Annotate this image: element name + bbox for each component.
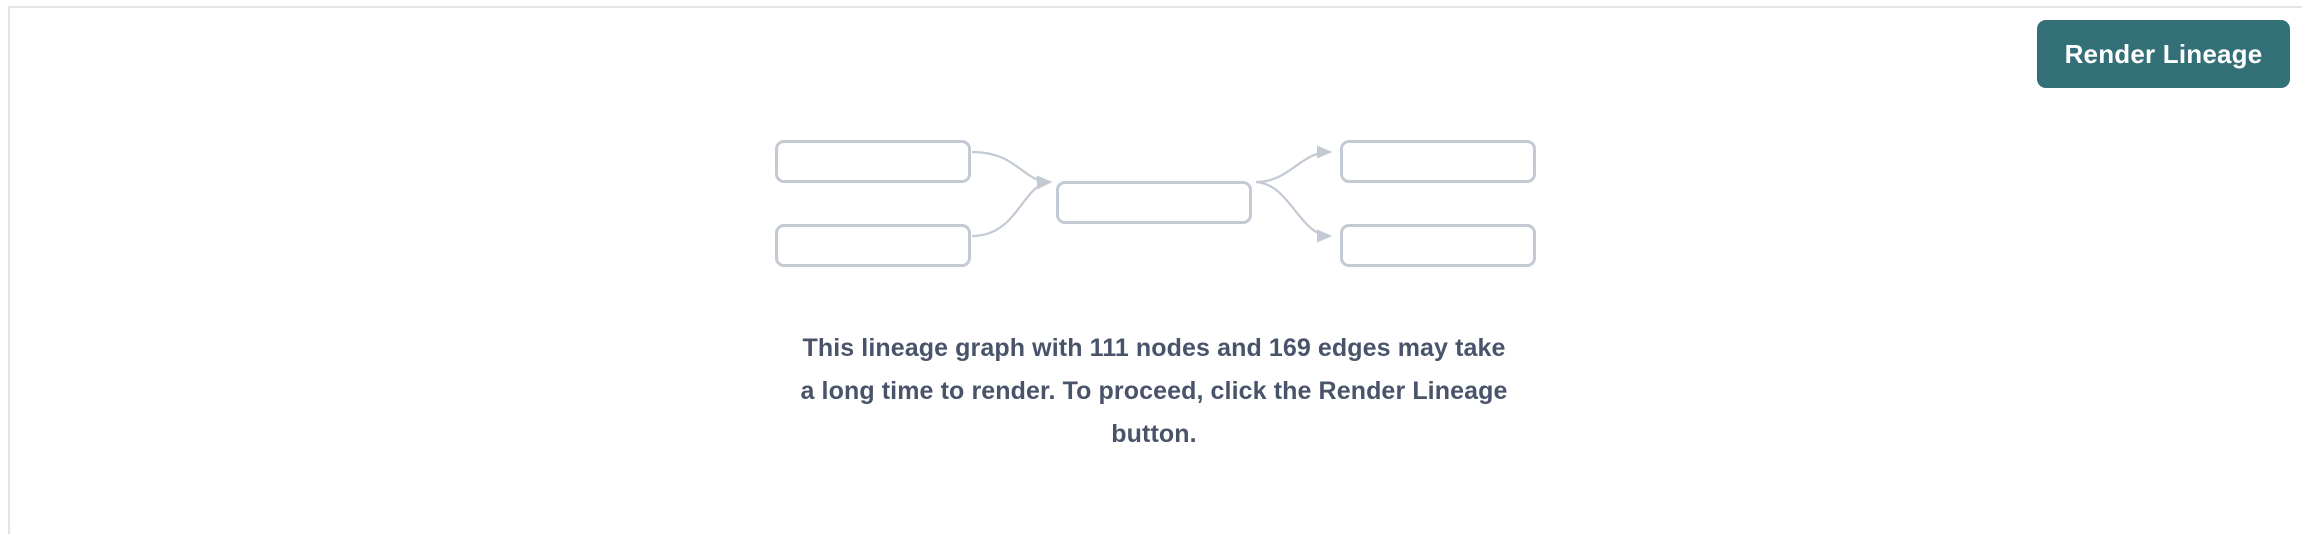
lineage-warning-message: This lineage graph with 111 nodes and 16… [714, 327, 1594, 456]
lineage-node-right-bottom [1340, 224, 1536, 267]
panel-top-divider [8, 6, 2302, 8]
lineage-edges [971, 145, 1333, 243]
edge-center-to-right-top [1255, 145, 1333, 184]
message-line-1: This lineage graph with 111 nodes and 16… [802, 334, 1506, 362]
lineage-node-right-top [1340, 140, 1536, 183]
edge-center-to-right-bottom [1255, 180, 1333, 243]
message-line-2: a long time to render. To proceed, click… [800, 377, 1508, 405]
message-line-3: button. [1111, 420, 1197, 448]
lineage-node-center [1056, 181, 1252, 224]
panel-left-divider [8, 6, 10, 534]
lineage-node-left-top [775, 140, 971, 183]
edge-left-top-to-center [971, 150, 1053, 189]
lineage-node-left-bottom [775, 224, 971, 267]
render-lineage-button[interactable]: Render Lineage [2037, 20, 2290, 88]
edge-left-bottom-to-center [971, 176, 1053, 238]
